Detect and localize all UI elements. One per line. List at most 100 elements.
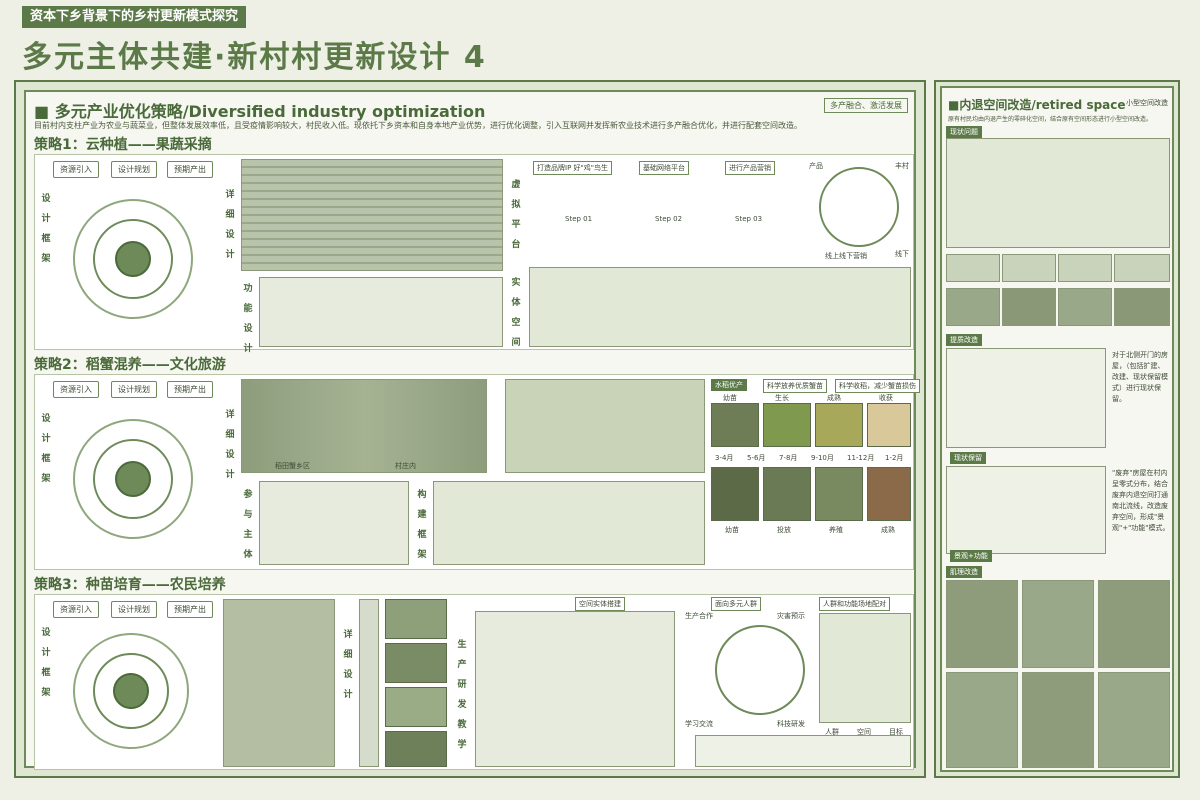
function-diagrams	[259, 277, 503, 347]
render-1	[946, 288, 1000, 326]
photo-crab2	[763, 467, 811, 521]
subject-label: 参与主体	[243, 490, 253, 560]
strip-1	[946, 254, 1000, 282]
texture-3	[1098, 580, 1170, 668]
texture-1	[946, 580, 1018, 668]
label-offline: 线下	[895, 250, 909, 258]
framework-illustration	[433, 481, 705, 565]
greenhouse-plan	[241, 159, 503, 271]
label-crab: 科学放养优质蟹苗	[763, 379, 827, 393]
label-marketing: 进行产品营销	[725, 161, 775, 175]
label-learn: 学习交流	[685, 720, 713, 728]
strip-section	[359, 599, 379, 767]
label-stage3: 成熟	[827, 394, 841, 402]
cycle-diagram	[819, 167, 899, 247]
right-panel: ■内退空间改造/retired space 小型空间改造 原有村民均由内退产生的…	[934, 80, 1180, 778]
paddy-aerial	[241, 379, 487, 473]
label-matching: 人群和功能场地配对	[819, 597, 890, 611]
inner-ring	[93, 439, 173, 519]
platform-label: 虚拟平台	[511, 180, 521, 250]
core-ring	[115, 241, 151, 277]
texture-6	[1098, 672, 1170, 768]
side-label: 设计框架	[41, 194, 51, 264]
people-sketches	[695, 735, 911, 767]
photo-growth	[763, 403, 811, 447]
issue-diagrams	[946, 138, 1170, 248]
label-c3: 养殖	[829, 526, 843, 534]
strip-3	[1058, 254, 1112, 282]
frame-label: 构建框架	[417, 490, 427, 560]
photo-harvest	[867, 403, 911, 447]
label-coop: 生产合作	[685, 612, 713, 620]
outer-ring	[73, 633, 189, 749]
space-label: 实体空间	[511, 278, 521, 348]
texture-4	[946, 672, 1018, 768]
label-m1: 3-4月	[715, 454, 734, 462]
strategy-2-row: 资源引入 设计规划 预期产出 设计框架 详细设计 稻田蟹乡区 村庄内 水稻优产 …	[34, 374, 920, 570]
photo-field2	[385, 643, 447, 683]
header-tag: 资本下乡背景下的乡村更新模式探究	[22, 6, 247, 28]
chip-output: 预期产出	[167, 601, 213, 618]
outer-ring	[73, 199, 193, 319]
main-title: 多元主体共建·新村村更新设计 4	[22, 40, 487, 75]
outer-ring	[73, 419, 193, 539]
label-diverse-people: 面向多元人群	[711, 597, 761, 611]
tag-landscape: 景观+功能	[950, 550, 992, 562]
inner-ring	[93, 653, 169, 729]
axon-landscape	[946, 466, 1106, 554]
photo-seedling	[711, 403, 759, 447]
strategy-2-title: 策略2：稻蟹混养——文化旅游	[34, 357, 226, 373]
label-online-offline: 线上线下营销	[825, 252, 867, 260]
strip-2	[1002, 254, 1056, 282]
label-c1: 幼苗	[725, 526, 739, 534]
right-panel-inner: ■内退空间改造/retired space 小型空间改造 原有村民均由内退产生的…	[940, 86, 1174, 772]
render-3	[1058, 288, 1112, 326]
strategy-1-row: 资源引入 设计规划 预期产出 设计框架 详细设计 功能设计 虚拟平台 打	[34, 154, 914, 354]
label-network: 基础网络平台	[639, 161, 689, 175]
detail-label: 详细设计	[225, 410, 235, 480]
section-badge: 多产融合、激活发展	[824, 98, 908, 113]
label-rice: 水稻优产	[711, 379, 747, 391]
label-product: 产品	[809, 162, 823, 170]
pond-plan	[505, 379, 705, 473]
framework-diagram-3: 资源引入 设计规划 预期产出 设计框架	[39, 599, 219, 765]
right-description: 原有村民均由内退产生的零碎化空间，结合原有空间形态进行小型空间改造。	[948, 116, 1153, 123]
photo-crab1	[711, 467, 759, 521]
strategy-3-title: 策略3：种苗培育——农民培养	[34, 577, 226, 593]
side-label: 设计框架	[41, 628, 51, 698]
tag-keep: 现状保留	[950, 452, 986, 464]
label-space-build: 空间实体搭建	[575, 597, 625, 611]
label-harvest: 科学收稻，减少蟹苗损伤	[835, 379, 920, 393]
core-ring	[115, 461, 151, 497]
framework-diagram-2: 资源引入 设计规划 预期产出 设计框架	[39, 379, 219, 565]
label-paddy: 稻田蟹乡区	[275, 462, 310, 470]
chip-output: 预期产出	[167, 381, 213, 398]
photo-field1	[385, 599, 447, 639]
label-goal: 目标	[889, 728, 903, 736]
detail-label: 详细设计	[343, 630, 353, 700]
photo-crab4	[867, 467, 911, 521]
text-landscape: "废弃"房屋在村内呈零式分布，结合废弃内退空间打通南北流线，改造废弃空间，形成"…	[1112, 469, 1170, 532]
axon-keep	[946, 348, 1106, 448]
village-plan	[223, 599, 335, 767]
label-warning: 灾害预示	[777, 612, 805, 620]
label-space: 空间	[857, 728, 871, 736]
label-ip: 打造品牌IP 好"鸡"鸟生	[533, 161, 612, 175]
function-label: 功能设计	[243, 284, 253, 354]
framework-diagram-1: 资源引入 设计规划 预期产出 设计框架	[39, 159, 219, 345]
chip-plan: 设计规划	[111, 161, 157, 178]
label-village: 丰村	[895, 162, 909, 170]
photo-crab3	[815, 467, 863, 521]
label-step1: Step 01	[565, 215, 593, 223]
photo-field3	[385, 687, 447, 727]
space-build-diagram	[475, 611, 675, 767]
label-m2: 5-6月	[747, 454, 766, 462]
chip-resource: 资源引入	[53, 161, 99, 178]
photo-field4	[385, 731, 447, 767]
label-stage1: 幼苗	[723, 394, 737, 402]
label-stage4: 收获	[879, 394, 893, 402]
label-c2: 投放	[777, 526, 791, 534]
label-m3: 7-8月	[779, 454, 798, 462]
section-description: 目前村内支柱产业为农业与蔬菜业，但整体发展效率低，且受疫情影响较大，村民收入低。…	[34, 121, 802, 130]
label-step2: Step 02	[655, 215, 683, 223]
